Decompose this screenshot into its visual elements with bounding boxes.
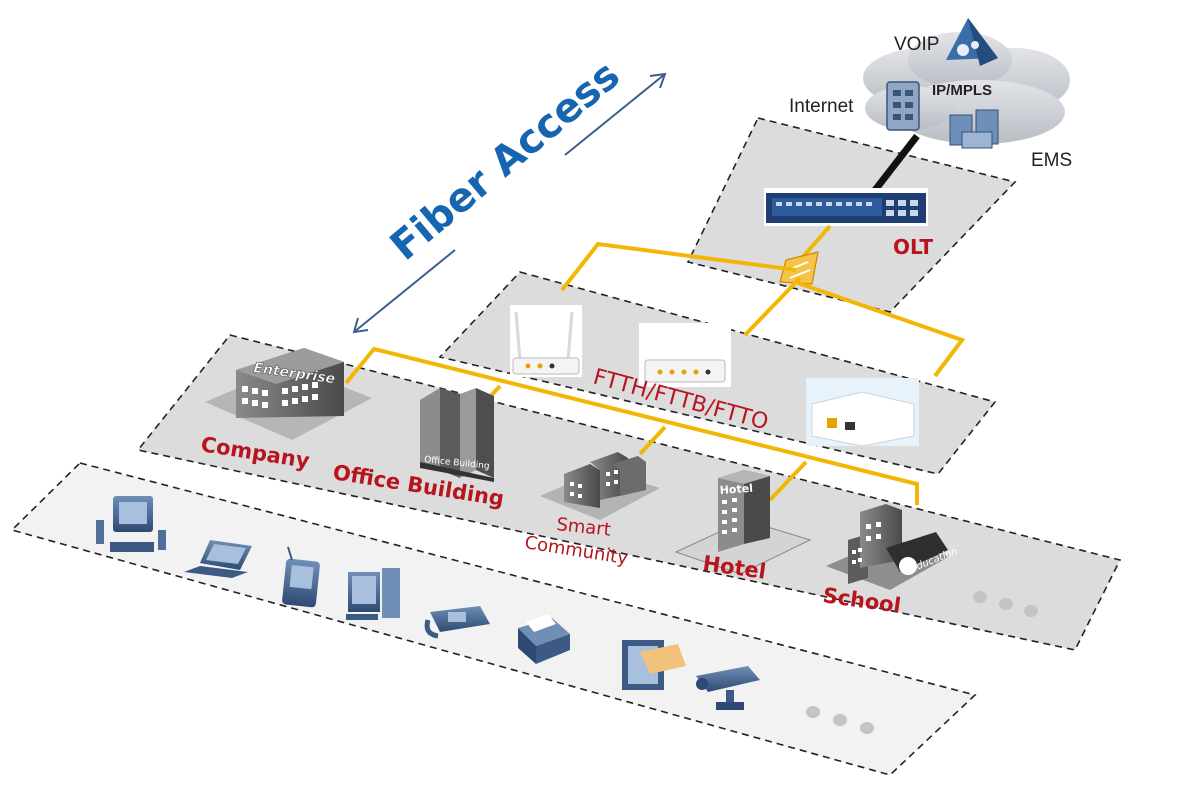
terminal-plane bbox=[10, 462, 977, 776]
more-buildings-ellipsis bbox=[973, 591, 1038, 617]
voip-label: VOIP bbox=[894, 34, 939, 55]
splitter-icon bbox=[779, 251, 819, 285]
laptop-icon bbox=[184, 540, 252, 578]
hotel-building-icon bbox=[674, 470, 812, 575]
card-reader-icon bbox=[622, 640, 686, 690]
school-building-icon bbox=[826, 504, 950, 590]
internet-router-icon bbox=[886, 81, 920, 131]
fiber-arrow-up bbox=[564, 73, 666, 156]
voip-pyramid-icon bbox=[946, 18, 998, 66]
fiber-arrow-down-head bbox=[352, 317, 369, 334]
camera-icon bbox=[696, 666, 760, 710]
pda-icon bbox=[282, 546, 320, 608]
ont-router-icon bbox=[510, 305, 582, 377]
fiber-arrow-up-head bbox=[649, 72, 667, 89]
ems-servers-icon bbox=[949, 109, 999, 149]
ont-gateway-icon bbox=[639, 323, 731, 387]
fiber-access-title: Fiber Access bbox=[382, 52, 629, 270]
internet-label: Internet bbox=[789, 96, 854, 117]
olt-device-icon bbox=[764, 188, 928, 226]
fiber-arrow-down bbox=[353, 249, 456, 333]
pc-icon bbox=[346, 568, 400, 620]
smart-community-icon bbox=[540, 452, 660, 520]
uplink-cable bbox=[869, 133, 920, 197]
olt-label: OLT bbox=[893, 235, 933, 259]
hotel-sign: Hotel bbox=[719, 482, 753, 497]
ip-phone-icon bbox=[424, 606, 490, 639]
ems-label: EMS bbox=[1031, 150, 1072, 171]
more-terminals-ellipsis bbox=[806, 706, 874, 734]
olt-to-splitter-fiber bbox=[800, 224, 832, 260]
ont-box-icon bbox=[806, 378, 919, 447]
company-building-icon bbox=[205, 348, 372, 440]
desktop-computer-icon bbox=[96, 496, 166, 552]
printer-icon bbox=[518, 614, 570, 664]
ipmpls-label: IP/MPLS bbox=[932, 82, 992, 99]
fiber-lines bbox=[344, 241, 966, 505]
office-building-icon bbox=[420, 388, 494, 482]
